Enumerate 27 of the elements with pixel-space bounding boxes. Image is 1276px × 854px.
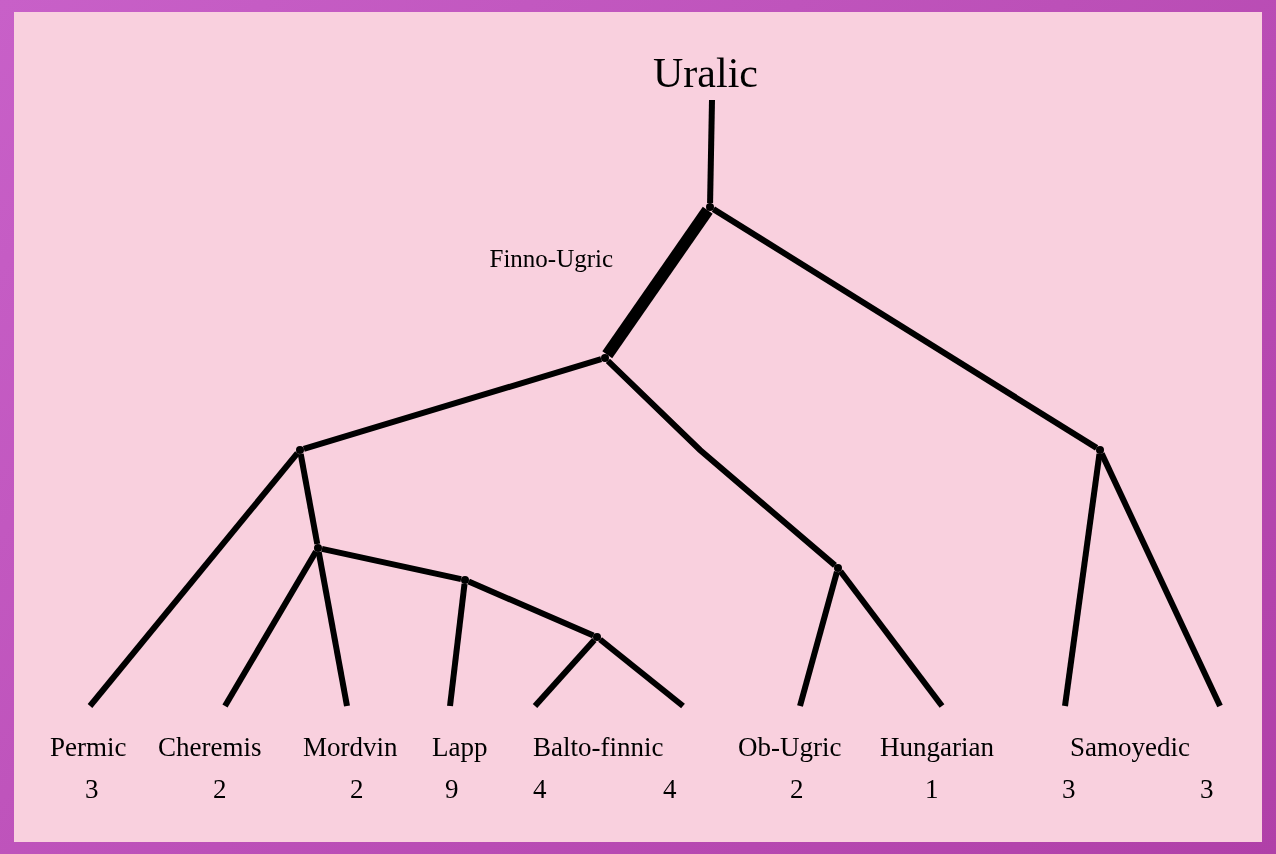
root-label: Uralic bbox=[653, 52, 758, 94]
language-label: Cheremis bbox=[158, 734, 262, 761]
count-label: 3 bbox=[1062, 776, 1076, 803]
branch-point bbox=[296, 446, 304, 454]
branch-point bbox=[706, 203, 714, 211]
count-label: 1 bbox=[925, 776, 939, 803]
language-label: Samoyedic bbox=[1070, 734, 1190, 761]
language-label: Balto-finnic bbox=[533, 734, 664, 761]
language-label: Hungarian bbox=[880, 734, 994, 761]
count-label: 4 bbox=[533, 776, 547, 803]
count-label: 4 bbox=[663, 776, 677, 803]
count-label: 2 bbox=[790, 776, 804, 803]
count-label: 3 bbox=[1200, 776, 1214, 803]
count-label: 3 bbox=[85, 776, 99, 803]
count-label: 2 bbox=[350, 776, 364, 803]
branch-point bbox=[593, 633, 601, 641]
branch-point bbox=[834, 564, 842, 572]
branch-point bbox=[461, 576, 469, 584]
language-label: Mordvin bbox=[303, 734, 398, 761]
count-label: 9 bbox=[445, 776, 459, 803]
language-label: Permic bbox=[50, 734, 127, 761]
language-label: Ob-Ugric bbox=[738, 734, 842, 761]
branch-point bbox=[601, 354, 609, 362]
language-label: Lapp bbox=[432, 734, 488, 761]
branch-point bbox=[1096, 446, 1104, 454]
branch-point bbox=[314, 544, 322, 552]
count-label: 2 bbox=[213, 776, 227, 803]
